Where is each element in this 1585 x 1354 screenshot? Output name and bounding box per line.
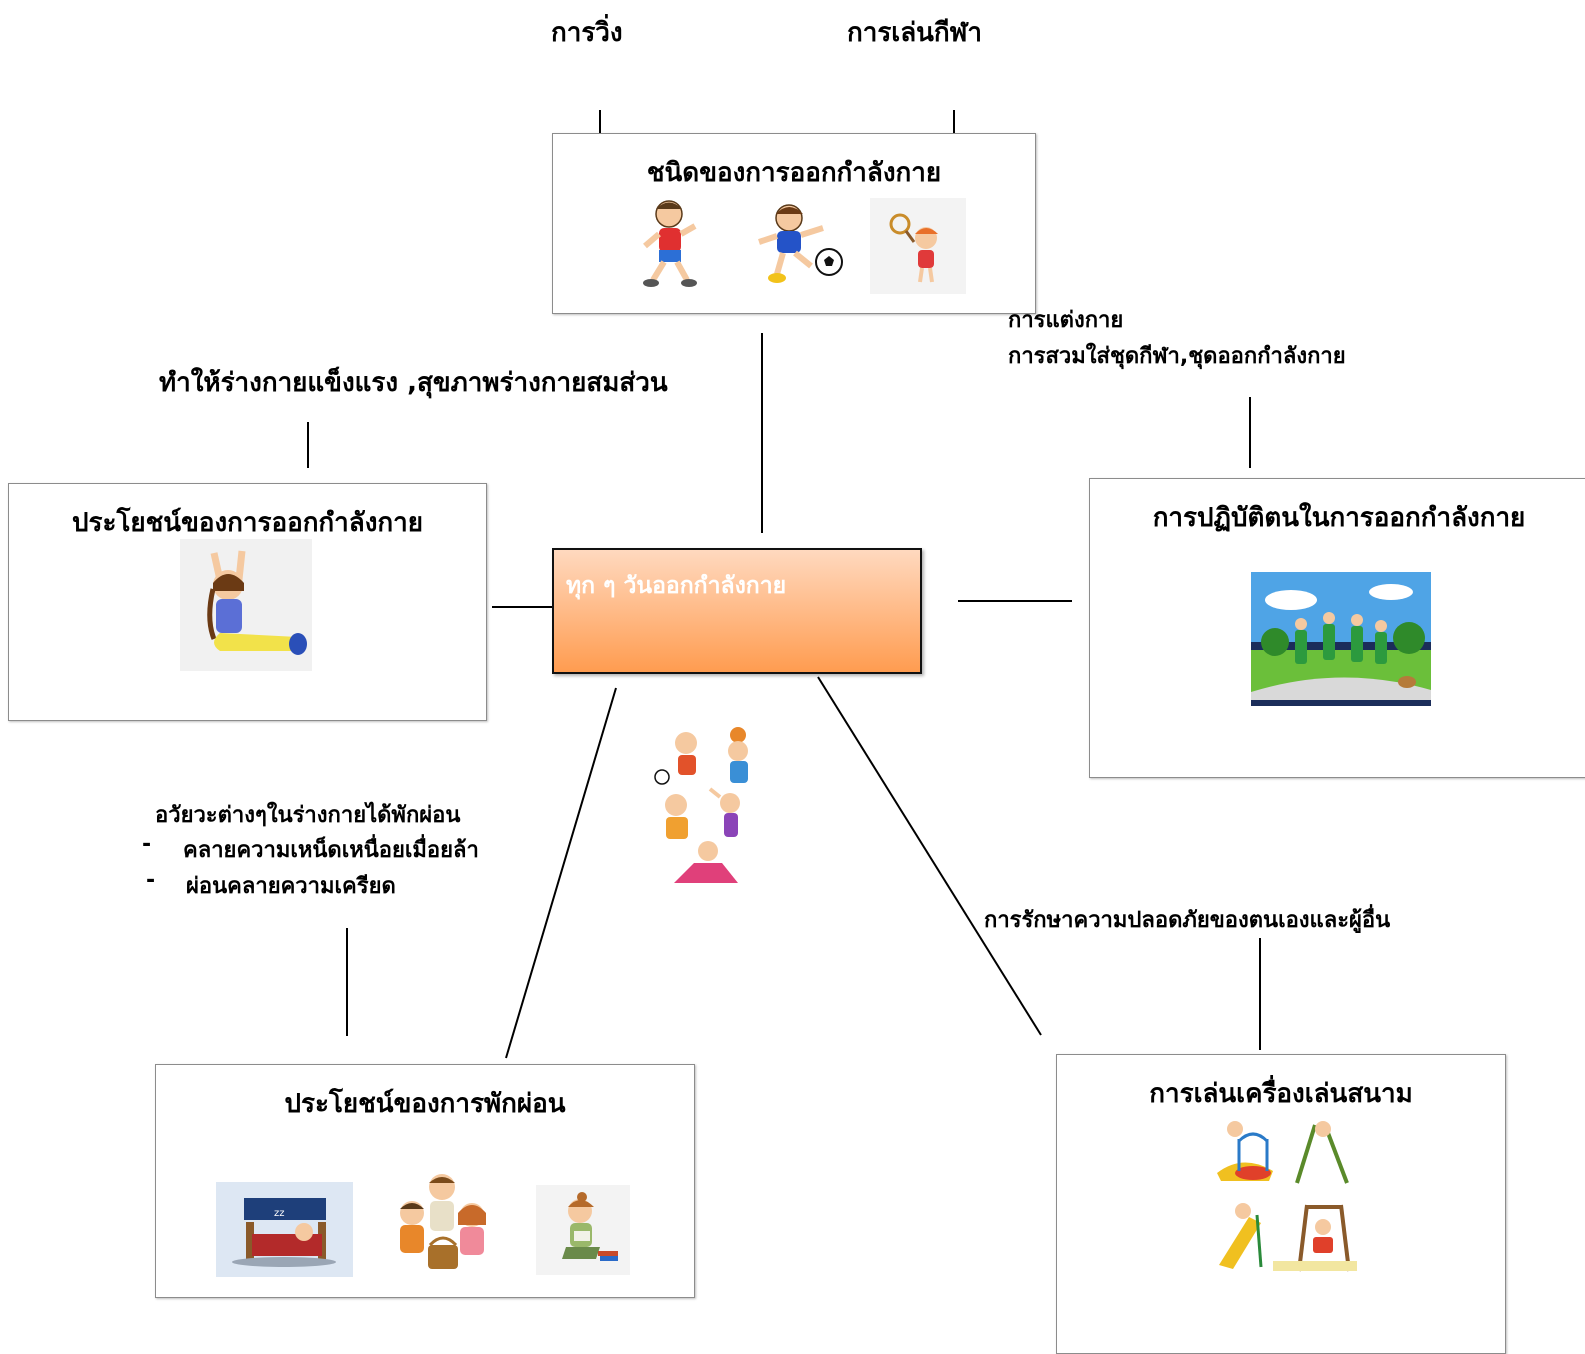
note-strength: ทำให้ร่างกายแข็งแรง ,สุขภาพร่างกายสมส่วน bbox=[159, 368, 668, 398]
center-title: ทุก ๆ วันออกกำลังกาย bbox=[566, 573, 787, 599]
note-rest-3: ผ่อนคลายความเครียด bbox=[186, 874, 396, 899]
running-boy-icon bbox=[619, 196, 719, 291]
benefit-exercise-title: ประโยชน์ของการออกกำลังกาย bbox=[72, 508, 423, 538]
playground-box: การเล่นเครื่องเล่นสนาม bbox=[1056, 1054, 1506, 1354]
center-topic-box: ทุก ๆ วันออกกำลังกาย bbox=[552, 548, 922, 674]
practice-box: การปฏิบัติตนในการออกกำลังกาย bbox=[1089, 478, 1585, 778]
note-rest-1: อวัยวะต่างๆในร่างกายได้พักผ่อน bbox=[155, 803, 461, 828]
types-title: ชนิดของการออกกำลังกาย bbox=[646, 158, 942, 188]
svg-text:zz: zz bbox=[274, 1208, 285, 1219]
line-center-playground bbox=[817, 676, 1042, 1036]
walking-group-icon bbox=[1251, 572, 1431, 706]
family-picnic-icon bbox=[392, 1169, 496, 1277]
label-running: การวิ่ง bbox=[551, 18, 623, 48]
label-sports: การเล่นกีฬา bbox=[847, 18, 983, 48]
types-box: ชนิดของการออกกำลังกาย bbox=[552, 133, 1036, 314]
note-rest-bullet-1: - bbox=[142, 832, 152, 857]
playground-title: การเล่นเครื่องเล่นสนาม bbox=[1149, 1079, 1413, 1109]
soccer-boy-icon bbox=[743, 200, 843, 290]
benefit-exercise-box: ประโยชน์ของการออกกำลังกาย bbox=[8, 483, 487, 721]
note-dress-1: การแต่งกาย bbox=[1008, 308, 1124, 333]
benefit-rest-title: ประโยชน์ของการพักผ่อน bbox=[284, 1089, 566, 1119]
practice-title: การปฏิบัติตนในการออกกำลังกาย bbox=[1152, 503, 1526, 533]
kids-exercising-icon bbox=[654, 727, 776, 893]
playground-equipment-icon bbox=[1213, 1115, 1357, 1277]
reading-girl-icon bbox=[536, 1185, 630, 1275]
tennis-girl-icon bbox=[870, 198, 966, 294]
note-rest-2: คลายความเหน็ดเหนื่อยเมื่อยล้า bbox=[183, 838, 479, 863]
note-dress-2: การสวมใส่ชุดกีฬา,ชุดออกกำลังกาย bbox=[1008, 344, 1346, 369]
sleeping-in-bed-icon: zz bbox=[216, 1182, 353, 1277]
note-safety: การรักษาความปลอดภัยของตนเองและผู้อื่น bbox=[984, 908, 1391, 933]
stretching-girl-icon bbox=[180, 539, 312, 671]
note-rest-bullet-2: - bbox=[146, 868, 156, 893]
line-center-rest bbox=[505, 687, 617, 1059]
benefit-rest-box: ประโยชน์ของการพักผ่อน zz bbox=[155, 1064, 695, 1298]
